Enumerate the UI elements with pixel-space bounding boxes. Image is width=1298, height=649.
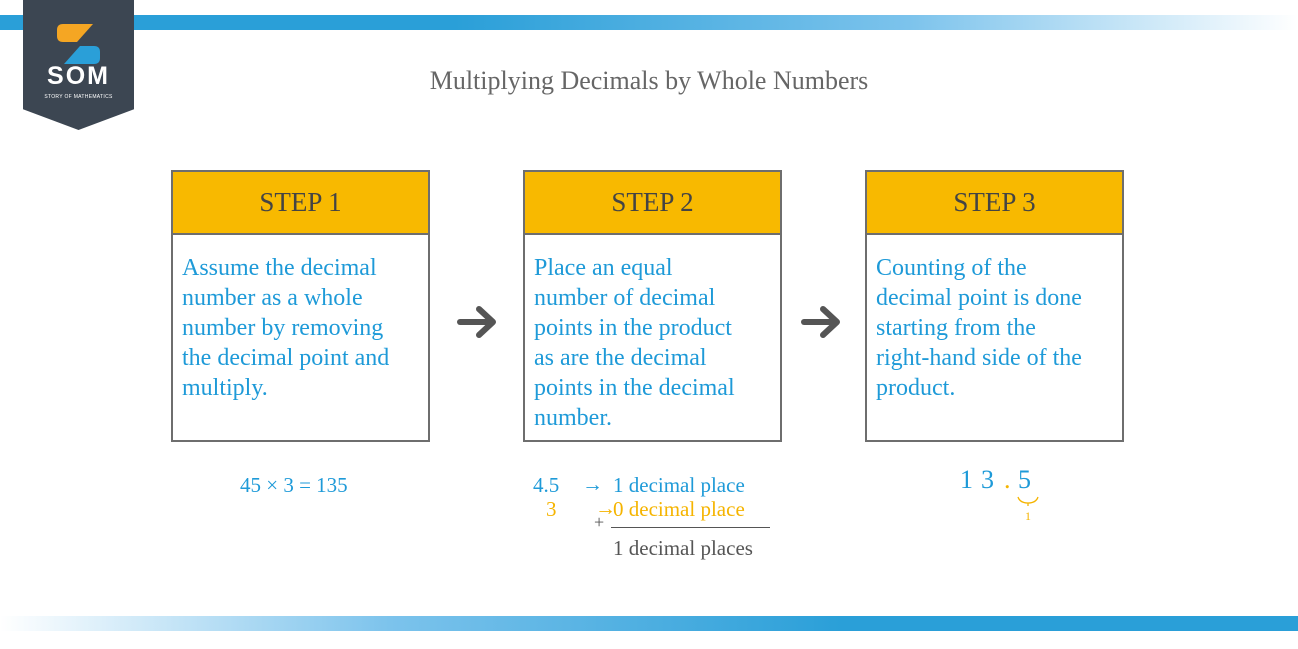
step-1-line: number by removing: [182, 315, 384, 341]
step-2-line: points in the decimal: [534, 375, 735, 401]
step-1-header: STEP 1: [173, 172, 428, 235]
step-2-card: STEP 2 Place an equal number of decimal …: [523, 170, 782, 442]
example-1-equation: 45 × 3 = 135: [240, 473, 348, 497]
logo-tagline: STORY OF MATHEMATICS: [44, 94, 113, 100]
bottom-accent-bar: [0, 616, 1298, 631]
count-brace-icon: [1017, 496, 1039, 506]
example-3-digit-2: 3: [981, 465, 994, 494]
step-1-line: Assume the decimal: [182, 255, 377, 281]
step-3-description: Counting of the decimal point is done st…: [867, 235, 1122, 403]
step-2-line: as are the decimal: [534, 345, 707, 371]
arrow-right-icon: [457, 306, 496, 338]
som-logo-icon: [57, 24, 100, 64]
example-2-arrow-2: →: [595, 496, 616, 520]
step-2-description: Place an equal number of decimal points …: [525, 235, 780, 433]
step-3-header: STEP 3: [867, 172, 1122, 235]
step-3-card: STEP 3 Counting of the decimal point is …: [865, 170, 1124, 442]
step-1-line: the decimal point and: [182, 345, 390, 371]
step-3-line: Counting of the: [876, 255, 1027, 281]
example-3-count-label: 1: [1025, 509, 1031, 523]
step-2-line: points in the product: [534, 315, 732, 341]
example-2-arrow-1: →: [582, 472, 603, 496]
arrow-right-icon: [801, 306, 840, 338]
example-2-plus-sign: +: [594, 512, 605, 532]
step-3-line: starting from the: [876, 315, 1036, 341]
step-2-line: number of decimal: [534, 285, 716, 311]
example-2-number-2: 3: [546, 497, 557, 521]
example-3-digit-1: 1: [960, 465, 973, 494]
example-3-decimal-point: .: [1004, 465, 1011, 494]
step-2-line: number.: [534, 405, 612, 431]
example-2-number-1: 4.5: [533, 473, 560, 497]
step-3-line: decimal point is done: [876, 285, 1082, 311]
logo-wordmark: SOM: [47, 62, 110, 90]
step-2-header: STEP 2: [525, 172, 780, 235]
top-accent-bar: [0, 15, 1298, 30]
step-1-card: STEP 1 Assume the decimal number as a wh…: [171, 170, 430, 442]
step-1-description: Assume the decimal number as a whole num…: [173, 235, 428, 403]
step-1-line: multiply.: [182, 375, 268, 401]
page-title: Multiplying Decimals by Whole Numbers: [429, 66, 869, 95]
example-3-digit-3: 5: [1018, 465, 1031, 494]
step-3-line: right-hand side of the: [876, 345, 1082, 371]
example-2-text-2: 0 decimal place: [613, 497, 745, 521]
som-logo: SOM STORY OF MATHEMATICS: [23, 0, 134, 130]
step-2-line: Place an equal: [534, 255, 673, 281]
example-2-text-1: 1 decimal place: [613, 473, 745, 497]
example-2-sum-line: [611, 527, 770, 528]
step-3-line: product.: [876, 375, 956, 401]
example-2-total: 1 decimal places: [613, 536, 753, 560]
step-1-line: number as a whole: [182, 285, 363, 311]
